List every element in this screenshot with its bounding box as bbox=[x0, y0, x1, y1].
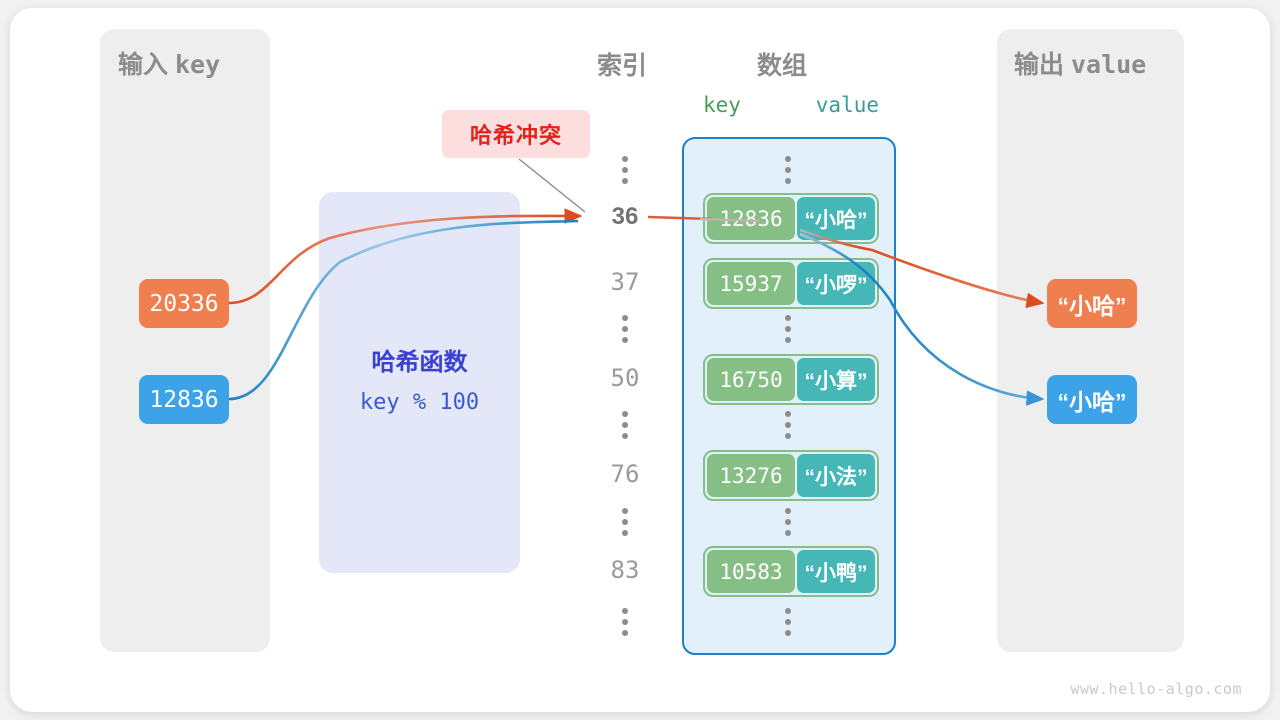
array-cell-value-2: “小算” bbox=[797, 358, 875, 401]
array-cell-key-0: 12836 bbox=[707, 197, 795, 240]
input-panel-title: 输入 key bbox=[118, 45, 220, 81]
watermark: www.hello-algo.com bbox=[1070, 680, 1242, 698]
array-ellipsis-3 bbox=[785, 508, 791, 536]
array-cell-value-0: “小哈” bbox=[797, 197, 875, 240]
value-header-label: value bbox=[815, 93, 879, 117]
input-key-panel bbox=[100, 29, 270, 652]
input-key-badge-1: 12836 bbox=[139, 375, 229, 424]
index-column-title: 索引 bbox=[597, 52, 648, 80]
input-panel-title-cjk: 输入 bbox=[118, 51, 169, 79]
array-cell-36: 12836 “小哈” bbox=[703, 193, 879, 244]
index-ellipsis-bottom bbox=[622, 608, 628, 636]
array-cell-value-4: “小鸭” bbox=[797, 550, 875, 593]
output-panel-title: 输出 value bbox=[1014, 45, 1146, 81]
output-value-badge-1: “小哈” bbox=[1047, 375, 1137, 424]
index-label-83: 83 bbox=[610, 556, 640, 584]
array-column-title: 数组 bbox=[757, 52, 808, 80]
array-cell-value-1: “小啰” bbox=[797, 262, 875, 305]
index-label-50: 50 bbox=[610, 364, 640, 392]
array-cell-key-4: 10583 bbox=[707, 550, 795, 593]
hash-function-box: 哈希函数 key % 100 bbox=[319, 192, 520, 573]
input-key-badge-0: 20336 bbox=[139, 279, 229, 328]
key-header-label: key bbox=[703, 93, 741, 117]
index-ellipsis-2 bbox=[622, 411, 628, 439]
hash-function-name: 哈希函数 bbox=[371, 349, 468, 376]
array-cell-key-1: 15937 bbox=[707, 262, 795, 305]
array-ellipsis-top bbox=[785, 156, 791, 184]
array-ellipsis-bottom bbox=[785, 608, 791, 636]
key-value-header: key value bbox=[703, 93, 879, 117]
array-cell-key-2: 16750 bbox=[707, 358, 795, 401]
array-cell-83: 10583 “小鸭” bbox=[703, 546, 879, 597]
output-value-badge-0: “小哈” bbox=[1047, 279, 1137, 328]
input-panel-title-mono: key bbox=[174, 50, 221, 79]
array-ellipsis-2 bbox=[785, 411, 791, 439]
output-panel-title-mono: value bbox=[1070, 50, 1147, 79]
index-label-36: 36 bbox=[611, 203, 639, 230]
array-cell-37: 15937 “小啰” bbox=[703, 258, 879, 309]
output-panel-title-cjk: 输出 bbox=[1014, 51, 1065, 79]
hash-collision-badge: 哈希冲突 bbox=[442, 110, 590, 158]
array-cell-value-3: “小法” bbox=[797, 454, 875, 497]
array-cell-key-3: 13276 bbox=[707, 454, 795, 497]
hash-function-expression: key % 100 bbox=[359, 390, 480, 415]
index-ellipsis-top bbox=[622, 156, 628, 184]
index-label-37: 37 bbox=[610, 268, 640, 296]
array-cell-76: 13276 “小法” bbox=[703, 450, 879, 501]
array-cell-50: 16750 “小算” bbox=[703, 354, 879, 405]
output-value-panel bbox=[997, 29, 1184, 652]
index-ellipsis-3 bbox=[622, 508, 628, 536]
array-ellipsis-1 bbox=[785, 315, 791, 343]
index-label-76: 76 bbox=[610, 460, 640, 488]
index-ellipsis-1 bbox=[622, 315, 628, 343]
